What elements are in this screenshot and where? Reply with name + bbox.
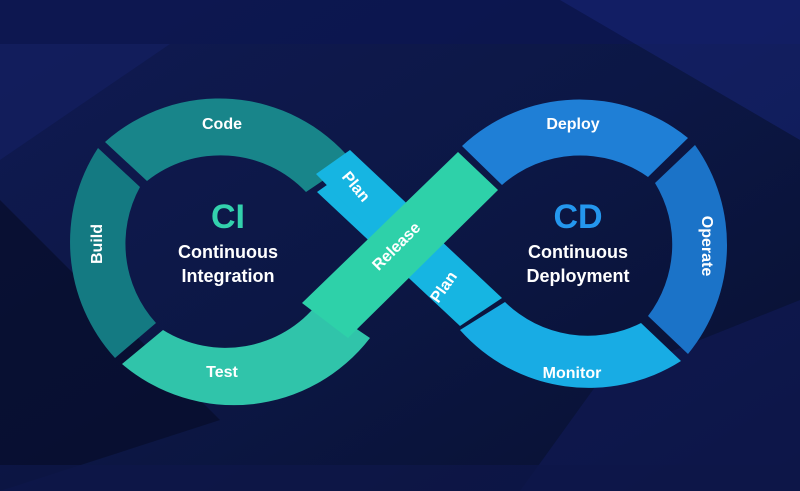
ci-line2: Integration [182, 266, 275, 286]
segment-test [122, 303, 370, 406]
ci-line1: Continuous [178, 242, 278, 262]
label-build: Build [89, 224, 106, 264]
cd-abbr: CD [553, 198, 602, 236]
ci-ring [70, 98, 370, 406]
ci-abbr: CI [211, 198, 245, 236]
release-band [302, 152, 498, 338]
bg-shard-4 [520, 300, 800, 491]
label-operate: Operate [698, 216, 715, 277]
label-code: Code [202, 116, 242, 133]
segment-code [105, 98, 352, 192]
cd-line1: Continuous [528, 242, 628, 262]
segment-monitor [460, 302, 681, 388]
cd-ring [460, 99, 728, 388]
segment-operate [648, 145, 728, 354]
label-test: Test [206, 364, 238, 381]
label-deploy: Deploy [546, 116, 599, 133]
cd-line2: Deployment [526, 266, 629, 286]
bg-band-bottom [0, 465, 800, 491]
segment-build [70, 148, 156, 358]
label-monitor: Monitor [543, 365, 602, 382]
bg-shard-1 [0, 44, 170, 160]
segment-deploy [462, 99, 688, 185]
bg-shard-3 [560, 0, 800, 140]
